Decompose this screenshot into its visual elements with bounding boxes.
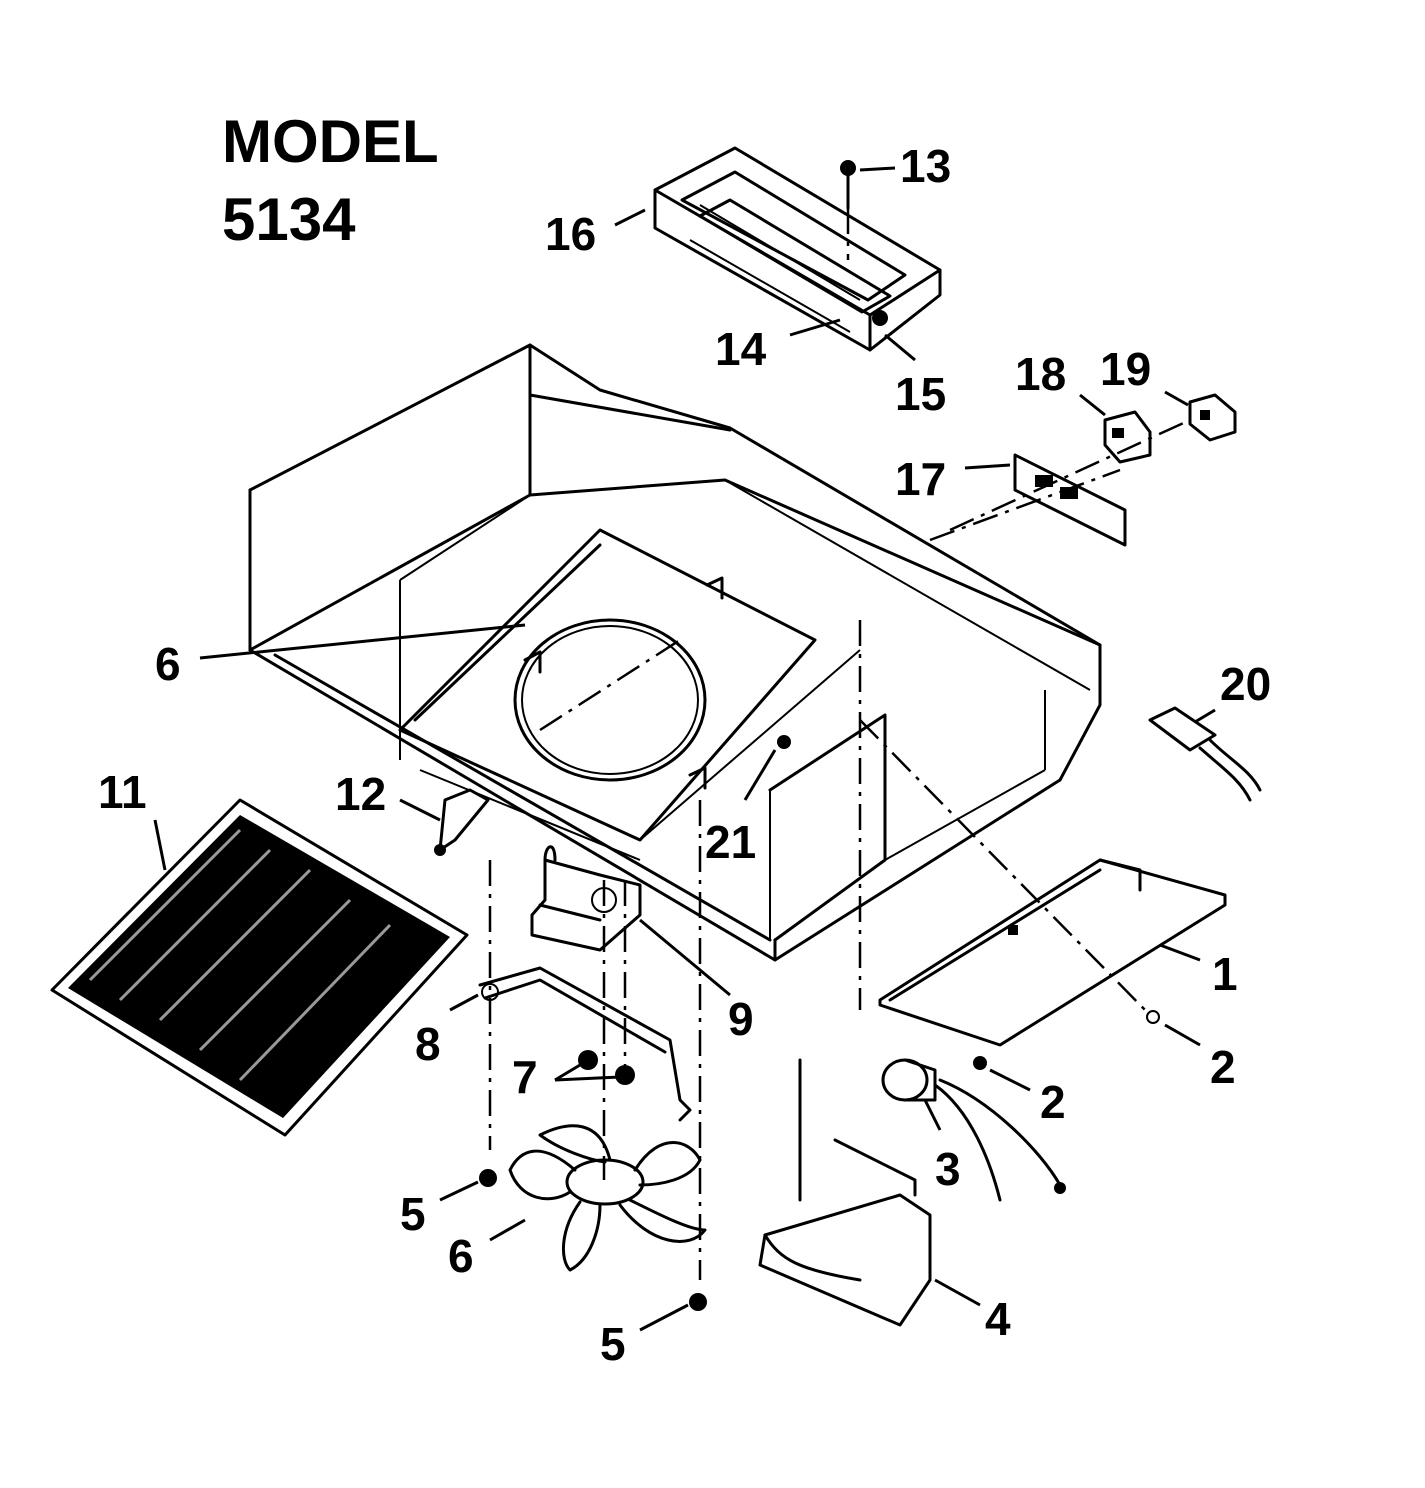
switch-plate-part-17 — [1013, 453, 1127, 547]
label-part-2b: 2 — [1040, 1076, 1066, 1128]
light-housing-part-16 — [653, 146, 942, 352]
lens-part-14 — [698, 198, 892, 314]
label-part-15: 15 — [895, 368, 946, 420]
label-part-13: 13 — [900, 140, 951, 192]
label-part-6a: 6 — [155, 638, 181, 690]
lamp-socket-part-3 — [881, 1058, 1066, 1202]
power-cord-part-20 — [1148, 706, 1262, 802]
screw-part-5b — [689, 1293, 707, 1311]
label-part-16: 16 — [545, 208, 596, 260]
model-title: MODEL — [222, 108, 439, 175]
label-part-5b: 5 — [600, 1318, 626, 1370]
label-part-8: 8 — [415, 1018, 441, 1070]
label-part-4: 4 — [985, 1293, 1011, 1345]
label-part-18: 18 — [1015, 348, 1066, 400]
bracket-part-8 — [478, 966, 692, 1122]
label-part-6b: 6 — [448, 1230, 474, 1282]
label-part-11: 11 — [98, 766, 147, 818]
clip-part-12 — [434, 788, 490, 856]
switch-part-18 — [1103, 410, 1152, 464]
screw-part-21 — [777, 735, 791, 749]
label-part-21: 21 — [705, 816, 756, 868]
label-part-14: 14 — [715, 323, 767, 375]
label-part-12: 12 — [335, 768, 386, 820]
label-part-19: 19 — [1100, 343, 1151, 395]
nut-part-7a — [578, 1050, 598, 1070]
label-part-2a: 2 — [1210, 1041, 1236, 1093]
grease-filter-part-11 — [50, 798, 469, 1137]
leader-lines — [153, 166, 1216, 1332]
assembly-lines — [488, 418, 1191, 1280]
screw-part-2a — [973, 1056, 987, 1070]
nut-part-7b — [615, 1065, 635, 1085]
screw-part-13 — [840, 160, 856, 260]
label-part-3: 3 — [935, 1143, 961, 1195]
label-part-7: 7 — [512, 1051, 538, 1103]
part-labels: 1 2 2 3 4 5 5 6 6 7 8 9 11 12 13 14 15 1… — [98, 140, 1271, 1370]
screw-part-2b — [1146, 1010, 1160, 1024]
screw-part-5a — [479, 1169, 497, 1187]
label-part-20: 20 — [1220, 658, 1271, 710]
model-number: 5134 — [222, 186, 356, 253]
light-panel-part-1 — [878, 858, 1227, 1047]
switch-part-19 — [1188, 393, 1237, 442]
fan-blade-part-6 — [508, 1124, 707, 1272]
range-hood-body — [248, 343, 1102, 962]
lamp-socket-part-15 — [872, 310, 888, 326]
damper-part-4 — [758, 1058, 932, 1327]
label-part-1: 1 — [1212, 948, 1238, 1000]
motor-bracket-part-9 — [530, 845, 642, 952]
label-part-17: 17 — [895, 453, 946, 505]
label-part-9: 9 — [728, 993, 754, 1045]
label-part-5a: 5 — [400, 1188, 426, 1240]
